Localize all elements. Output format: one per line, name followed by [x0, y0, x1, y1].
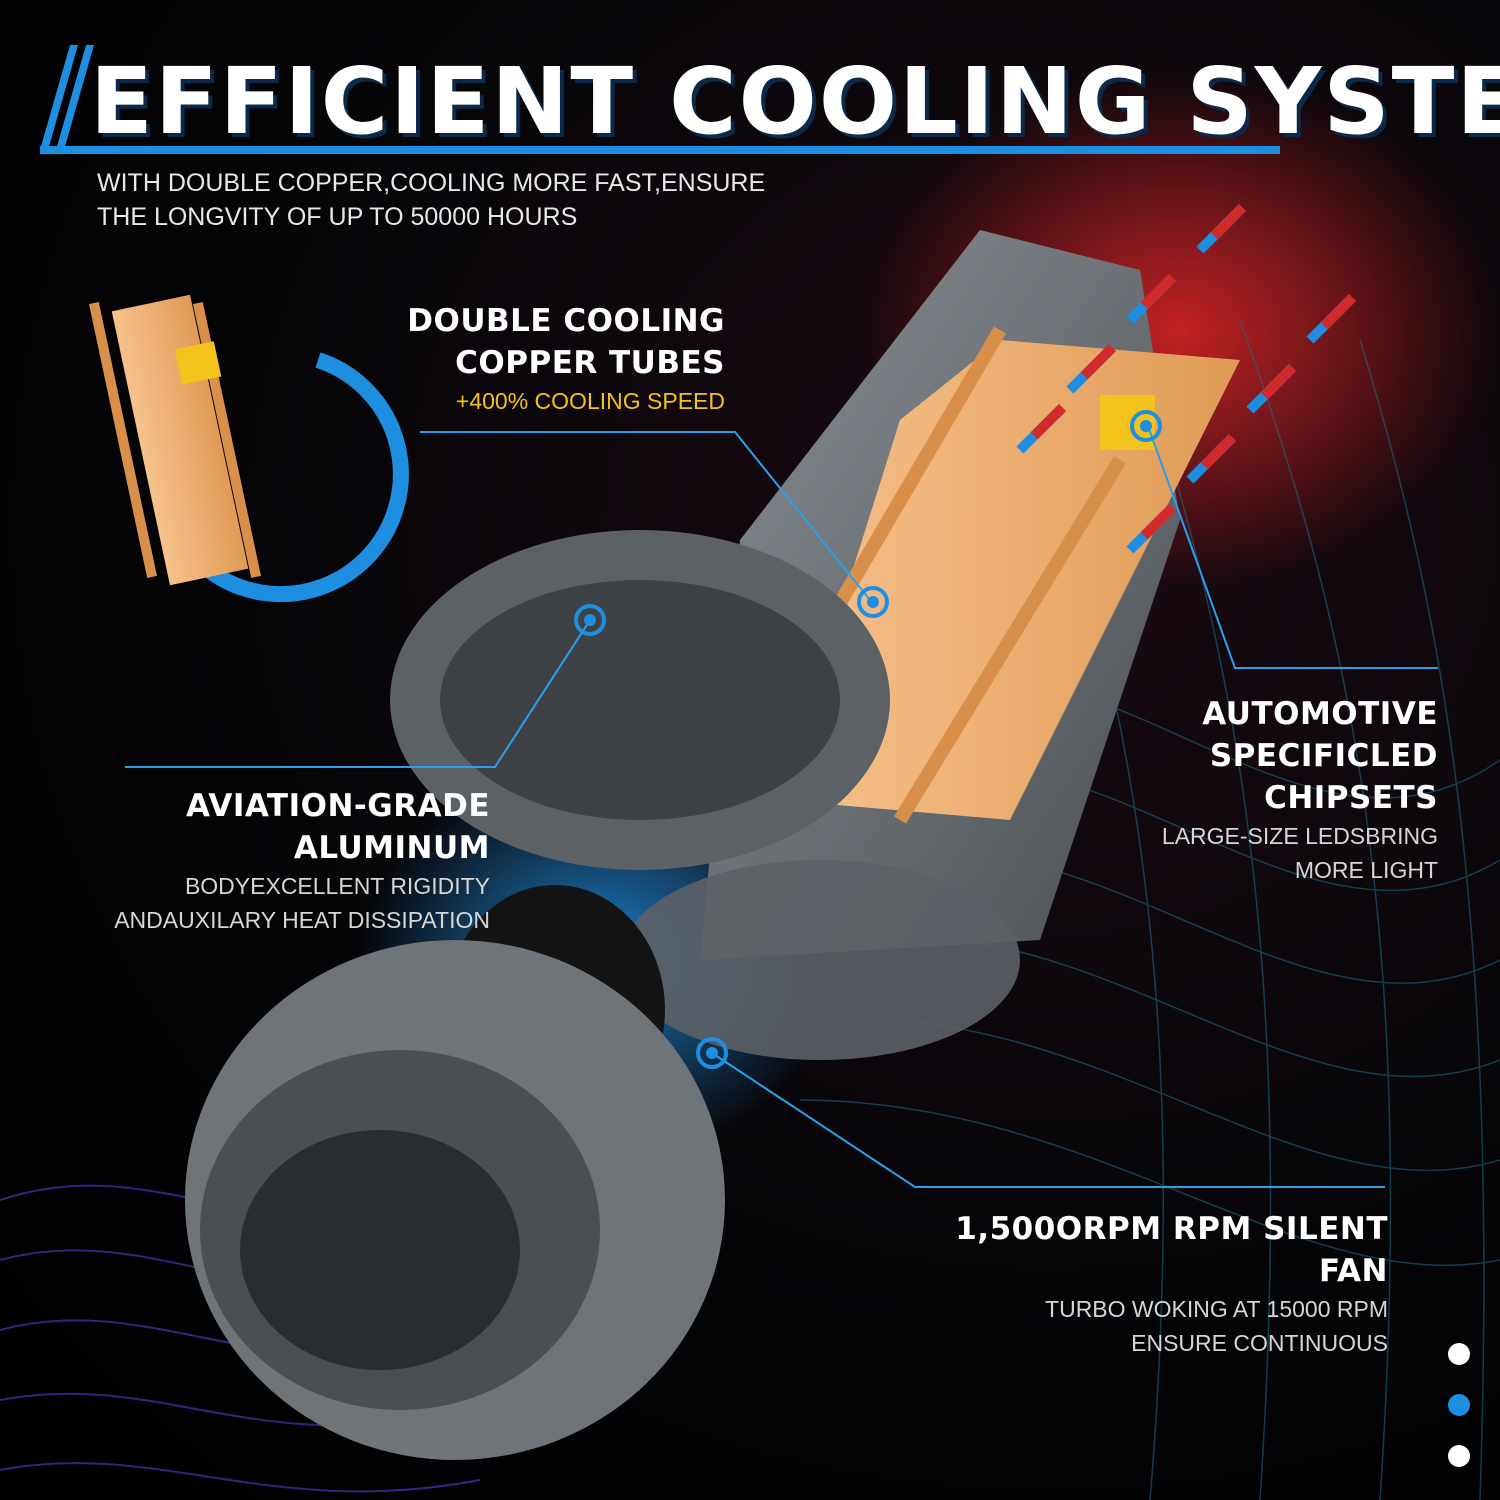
subtitle-line: THE LONGVITY OF UP TO 50000 HOURS: [97, 203, 578, 231]
page-subtitle: WITH DOUBLE COPPER,COOLING MORE FAST,ENS…: [97, 166, 797, 234]
feature-heading: COPPER TUBES: [455, 345, 725, 381]
pagination-dot-icon[interactable]: [1448, 1394, 1470, 1416]
feature-heading: CHIPSETS: [1264, 780, 1438, 816]
feature-description: ENSURE CONTINUOUS: [1131, 1330, 1388, 1356]
feature-description: TURBO WOKING AT 15000 RPM: [1045, 1296, 1388, 1322]
feature-highlight: +400% COOLING SPEED: [455, 388, 725, 414]
feature-silent-fan: 1,500ORPM RPM SILENT FAN TURBO WOKING AT…: [880, 1208, 1388, 1360]
feature-aluminum: AVIATION-GRADE ALUMINUM BODYEXCELLENT RI…: [60, 785, 490, 937]
subtitle-line: WITH DOUBLE COPPER,COOLING MORE FAST,ENS…: [97, 169, 766, 197]
feature-heading: SPECIFICLED: [1209, 738, 1438, 774]
feature-description: ANDAUXILARY HEAT DISSIPATION: [114, 907, 490, 933]
feature-description: LARGE-SIZE LEDSBRING: [1161, 823, 1438, 849]
copper-tube-inset-icon: [89, 294, 409, 603]
pagination-dot-icon[interactable]: [1448, 1445, 1470, 1467]
callout-lines: [125, 425, 1438, 1188]
feature-heading: ALUMINUM: [293, 830, 490, 866]
feature-copper-tubes: DOUBLE COOLING COPPER TUBES +400% COOLIN…: [380, 300, 725, 418]
feature-heading: 1,500ORPM RPM SILENT FAN: [955, 1211, 1388, 1289]
feature-heading: DOUBLE COOLING: [407, 303, 725, 339]
feature-heading: AVIATION-GRADE: [185, 788, 490, 824]
feature-heading: AUTOMOTIVE: [1202, 696, 1438, 732]
heatsink: [390, 530, 1020, 1060]
pagination-dot-icon[interactable]: [1448, 1343, 1470, 1365]
feature-description: MORE LIGHT: [1294, 857, 1438, 883]
callout-target-icon: [574, 410, 1162, 1069]
heat-arrow-icon: [1016, 204, 1356, 554]
title-stripe-icon: [40, 45, 1280, 154]
fan: [185, 885, 725, 1460]
page-title: EFFICIENT COOLING SYSTEM: [90, 48, 1500, 155]
feature-description: BODYEXCELLENT RIGIDITY: [184, 873, 490, 899]
feature-chipsets: AUTOMOTIVE SPECIFICLED CHIPSETS LARGE-SI…: [1100, 693, 1438, 887]
